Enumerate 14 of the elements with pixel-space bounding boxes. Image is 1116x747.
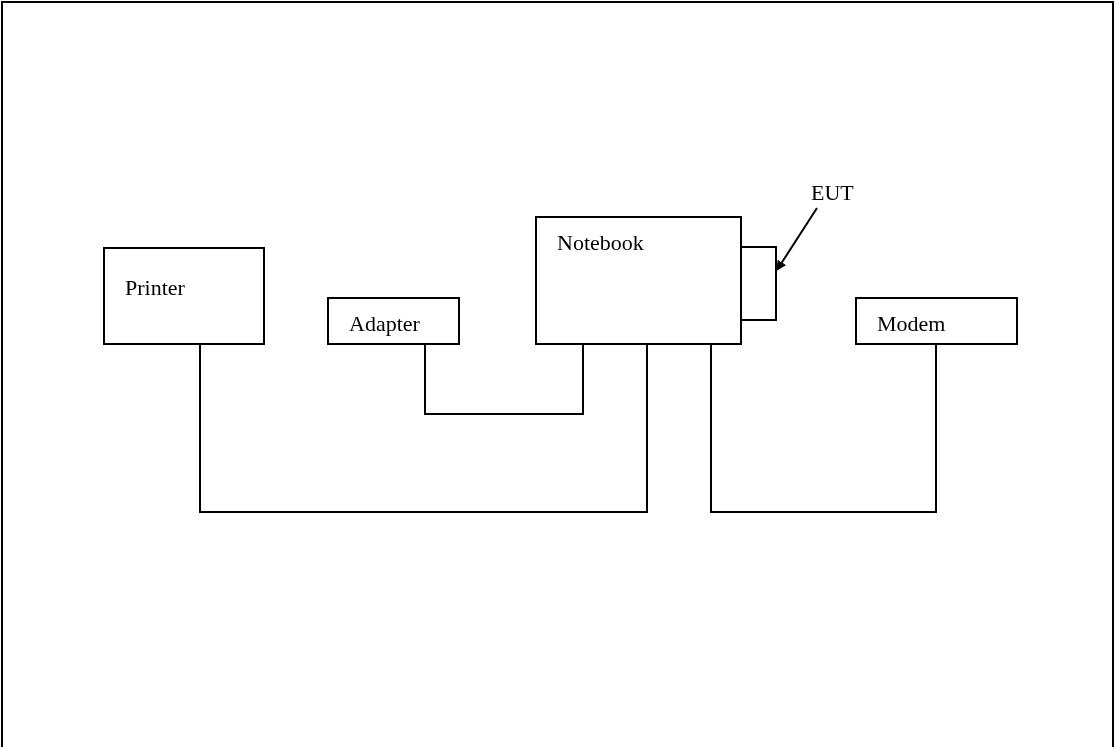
notebook-box — [535, 216, 742, 345]
box-label: Modem — [877, 311, 947, 337]
box-label: Printer — [125, 275, 186, 301]
cable-line — [199, 344, 648, 513]
box-label: Notebook — [557, 230, 645, 256]
adapter-box — [327, 297, 460, 345]
leader-arrow — [776, 207, 818, 271]
box-label: Adapter — [349, 311, 421, 337]
bracket — [742, 246, 777, 321]
modem-box — [855, 297, 1018, 345]
callout-label: EUT — [811, 180, 855, 206]
cable-line — [424, 344, 584, 415]
printer-box — [103, 247, 265, 345]
cable-line — [710, 344, 937, 513]
